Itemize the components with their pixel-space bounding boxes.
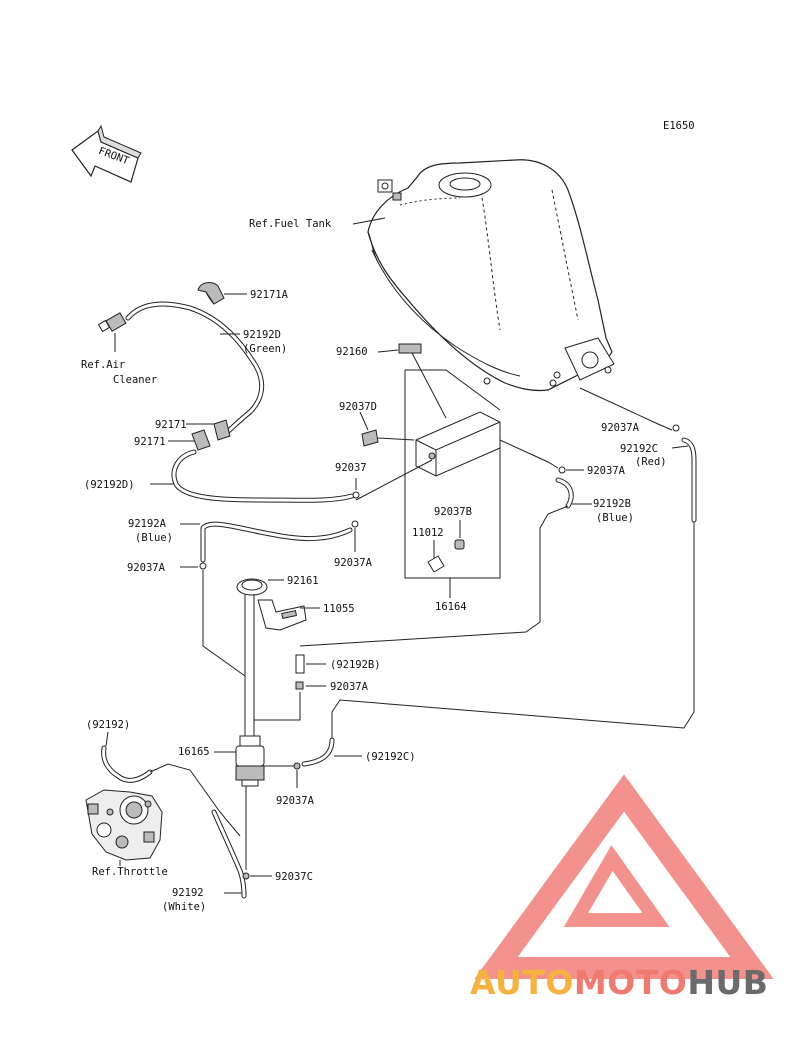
label-16164: 16164 xyxy=(435,601,467,613)
part-92037d xyxy=(361,429,379,447)
part-11012 xyxy=(427,555,445,573)
label-92160: 92160 xyxy=(336,346,368,358)
clamp-92037 xyxy=(352,491,360,499)
label-white: (White) xyxy=(162,901,206,913)
clamp-92037a-lower xyxy=(295,681,304,690)
air-cleaner-fitting xyxy=(97,312,127,333)
label-92161: 92161 xyxy=(287,575,319,587)
hose-92192c-lower xyxy=(301,737,335,767)
hose-92192-throttle xyxy=(101,745,153,783)
watermark-auto: AUTO xyxy=(470,963,574,1002)
label-92171a: 92171A xyxy=(250,289,289,301)
part-92037b xyxy=(454,539,465,550)
watermark-moto: MOTO xyxy=(573,963,688,1002)
label-92192c: 92192C xyxy=(620,443,658,455)
canister-16164 xyxy=(415,411,501,477)
label-92192c-paren: (92192C) xyxy=(365,751,416,763)
clamp-92037a-tank xyxy=(672,424,680,432)
clamp-92037a-left xyxy=(199,562,207,570)
hose-92192c-red-upper xyxy=(681,437,697,523)
front-arrow-icon: FRONT xyxy=(71,124,142,183)
hose-92192b-blue xyxy=(555,477,574,509)
label-11055: 11055 xyxy=(323,603,355,615)
label-92037a-bottom: 92037A xyxy=(276,795,315,807)
label-blue-b: (Blue) xyxy=(596,512,634,524)
label-92037a-lower: 92037A xyxy=(330,681,369,693)
label-blue-a: (Blue) xyxy=(135,532,173,544)
watermark-hub: HUB xyxy=(687,963,769,1002)
label-11012: 11012 xyxy=(412,527,444,539)
label-16165: 16165 xyxy=(178,746,210,758)
label-green: (Green) xyxy=(243,343,287,355)
throttle-body-illustration xyxy=(85,789,163,861)
label-92037: 92037 xyxy=(335,462,367,474)
label-92037a-mid: 92037A xyxy=(334,557,373,569)
clamp-92037c xyxy=(242,872,250,880)
hose-92192d-green xyxy=(125,301,265,437)
clamp-92171a xyxy=(197,282,225,305)
label-92192b: 92192B xyxy=(593,498,631,510)
clamp-92037a-mid xyxy=(351,520,359,528)
label-92037c: 92037C xyxy=(275,871,313,883)
clamp-92171-lower xyxy=(191,429,211,451)
label-92037d: 92037D xyxy=(339,401,377,413)
label-92192a: 92192A xyxy=(128,518,167,530)
separator-16165 xyxy=(235,735,265,787)
label-92037a-right: 92037A xyxy=(587,465,626,477)
label-ref-throttle: Ref.Throttle xyxy=(92,866,168,878)
hose-92192b-short xyxy=(295,654,305,674)
label-92192: 92192 xyxy=(172,887,204,899)
diagram-code: E1650 xyxy=(663,120,695,132)
label-red: (Red) xyxy=(635,456,667,468)
label-92037b: 92037B xyxy=(434,506,472,518)
label-air-cleaner-2: Cleaner xyxy=(113,374,157,386)
hose-92192-white xyxy=(211,809,247,899)
label-92171-lower: 92171 xyxy=(134,436,166,448)
label-ref-fuel-tank: Ref.Fuel Tank xyxy=(249,218,332,230)
watermark-logo-icon xyxy=(474,774,774,979)
label-air-cleaner-1: Ref.Air xyxy=(81,359,125,371)
label-92192d-paren: (92192D) xyxy=(84,479,135,491)
clamp-92037a-right xyxy=(558,466,566,474)
clamp-92171-upper xyxy=(213,419,231,441)
label-92192d: 92192D xyxy=(243,329,281,341)
fuel-tank-illustration xyxy=(367,159,615,392)
label-92037a-left: 92037A xyxy=(127,562,166,574)
clamp-92037a-bottom xyxy=(293,762,301,770)
label-92192b-paren: (92192B) xyxy=(330,659,381,671)
hose-92192d-lower xyxy=(171,449,355,503)
part-92160 xyxy=(398,343,422,354)
ring-92161 xyxy=(236,578,268,596)
label-92192-paren: (92192) xyxy=(86,719,130,731)
watermark-brand-text: AUTOMOTOHUB xyxy=(470,963,795,1003)
label-92037a-tank: 92037A xyxy=(601,422,640,434)
bracket-11055 xyxy=(257,599,307,631)
label-92171-upper: 92171 xyxy=(155,419,187,431)
hose-92192a-blue xyxy=(200,521,353,563)
